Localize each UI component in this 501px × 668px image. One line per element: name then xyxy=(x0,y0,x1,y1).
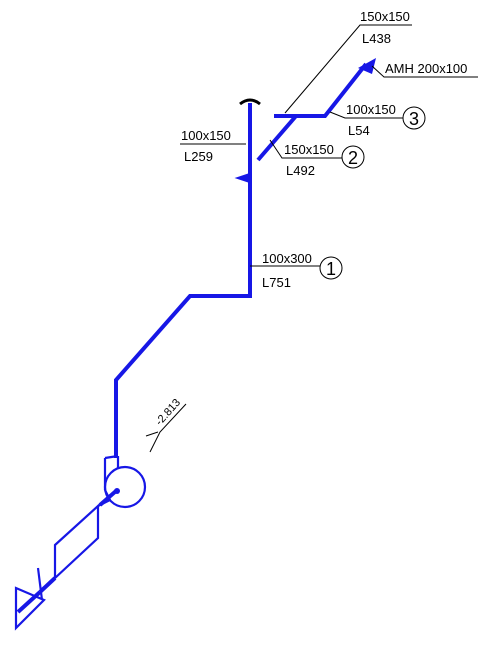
seg3-size-label: 100x150 xyxy=(346,102,396,117)
leader-seg3 xyxy=(329,111,404,119)
leader-grille xyxy=(371,65,478,78)
intake-damper-icon xyxy=(14,567,57,631)
top-size-label: 150x150 xyxy=(360,9,410,24)
filter-box-icon xyxy=(53,499,111,581)
leader-top xyxy=(284,24,412,114)
elevation-tick xyxy=(145,431,159,437)
leader-seg2 xyxy=(269,139,345,159)
seg1-number: 1 xyxy=(326,259,336,279)
seg3-number: 3 xyxy=(409,109,419,129)
leader-elevation xyxy=(149,403,187,453)
seg2-length-label: L492 xyxy=(286,163,315,178)
fan-icon xyxy=(98,454,147,509)
duct-top-cap xyxy=(239,98,261,106)
grille-label: AMH 200x100 xyxy=(385,61,467,76)
duct-branch-diagonal xyxy=(256,62,368,162)
marker-circle-2 xyxy=(341,145,365,169)
top-length-label: L438 xyxy=(362,31,391,46)
left-size-label: 100x150 xyxy=(181,128,231,143)
seg2-number: 2 xyxy=(348,148,358,168)
duct-main-run xyxy=(114,103,252,458)
marker-circle-1 xyxy=(319,256,343,280)
marker-circle-3 xyxy=(402,106,426,130)
grille-arrow-icon xyxy=(358,58,376,74)
seg3-length-label: L54 xyxy=(348,123,370,138)
duct-stub-left xyxy=(234,172,252,184)
left-length-label: L259 xyxy=(184,149,213,164)
seg1-length-label: L751 xyxy=(262,275,291,290)
seg1-size-label: 100x300 xyxy=(262,251,312,266)
seg2-size-label: 150x150 xyxy=(284,142,334,157)
